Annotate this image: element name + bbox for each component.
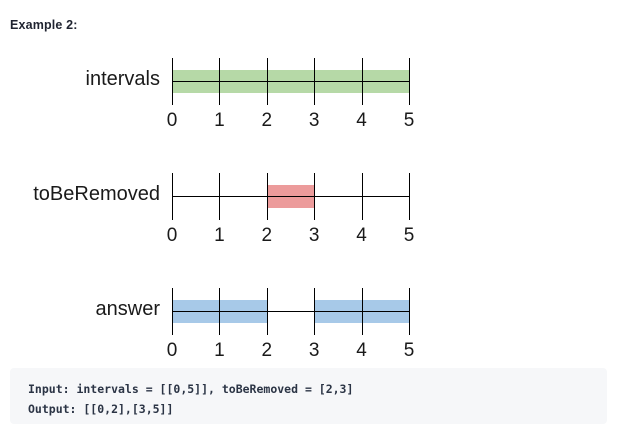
axis-tick bbox=[266, 173, 268, 220]
diagram-row-toberemoved: toBeRemoved 0 1 2 3 4 5 bbox=[0, 165, 626, 255]
axis-line bbox=[172, 311, 409, 312]
axis-tick-label: 2 bbox=[261, 340, 273, 361]
axis-tick-label: 1 bbox=[214, 110, 225, 131]
row-label: toBeRemoved bbox=[33, 183, 160, 205]
axis-tick-label: 5 bbox=[403, 225, 415, 246]
row-label: answer bbox=[95, 298, 160, 320]
axis-tick-label: 1 bbox=[214, 225, 225, 246]
axis-tick-label: 0 bbox=[166, 340, 178, 361]
number-line: 0 1 2 3 4 5 bbox=[167, 50, 414, 140]
diagram-row-answer: answer 0 1 2 3 4 5 bbox=[0, 280, 626, 370]
axis-tick-label: 3 bbox=[308, 340, 320, 361]
axis-tick bbox=[409, 173, 410, 220]
axis-tick-label: 5 bbox=[403, 110, 415, 131]
code-block: Input: intervals = [[0,5]], toBeRemoved … bbox=[10, 368, 607, 424]
axis-tick-label: 4 bbox=[356, 110, 367, 131]
axis-tick bbox=[219, 173, 221, 220]
number-line: 0 1 2 3 4 5 bbox=[167, 280, 414, 370]
diagram-row-intervals: intervals 0 1 2 3 4 5 bbox=[0, 50, 626, 140]
number-line: 0 1 2 3 4 5 bbox=[167, 165, 414, 255]
axis-tick bbox=[361, 173, 363, 220]
axis-tick-label: 3 bbox=[308, 225, 320, 246]
axis-tick bbox=[266, 288, 268, 335]
axis-tick-label: 5 bbox=[403, 340, 415, 361]
axis-tick bbox=[266, 58, 268, 105]
code-line-output: Output: [[0,2],[3,5]] bbox=[28, 402, 174, 416]
row-label: intervals bbox=[85, 68, 160, 90]
axis-tick bbox=[314, 58, 316, 105]
axis-tick-label: 2 bbox=[261, 225, 273, 246]
axis-tick-label: 3 bbox=[308, 110, 320, 131]
axis-tick-label: 2 bbox=[261, 110, 273, 131]
axis-tick-label: 4 bbox=[356, 340, 367, 361]
axis-tick bbox=[314, 173, 316, 220]
axis-tick-label: 1 bbox=[214, 340, 225, 361]
axis-tick bbox=[219, 58, 221, 105]
axis-line bbox=[172, 81, 409, 82]
axis-tick bbox=[219, 288, 221, 335]
axis-tick bbox=[172, 173, 173, 220]
axis-tick bbox=[172, 58, 173, 105]
axis-tick bbox=[409, 288, 410, 335]
axis-line bbox=[172, 196, 409, 197]
axis-tick-label: 0 bbox=[166, 225, 178, 246]
axis-tick-label: 0 bbox=[166, 110, 178, 131]
axis-tick bbox=[361, 58, 363, 105]
axis-tick-label: 4 bbox=[356, 225, 367, 246]
example-heading: Example 2: bbox=[10, 18, 78, 32]
axis-tick bbox=[172, 288, 173, 335]
axis-tick bbox=[361, 288, 363, 335]
axis-tick bbox=[314, 288, 316, 335]
code-line-input: Input: intervals = [[0,5]], toBeRemoved … bbox=[28, 382, 354, 396]
axis-tick bbox=[409, 58, 410, 105]
